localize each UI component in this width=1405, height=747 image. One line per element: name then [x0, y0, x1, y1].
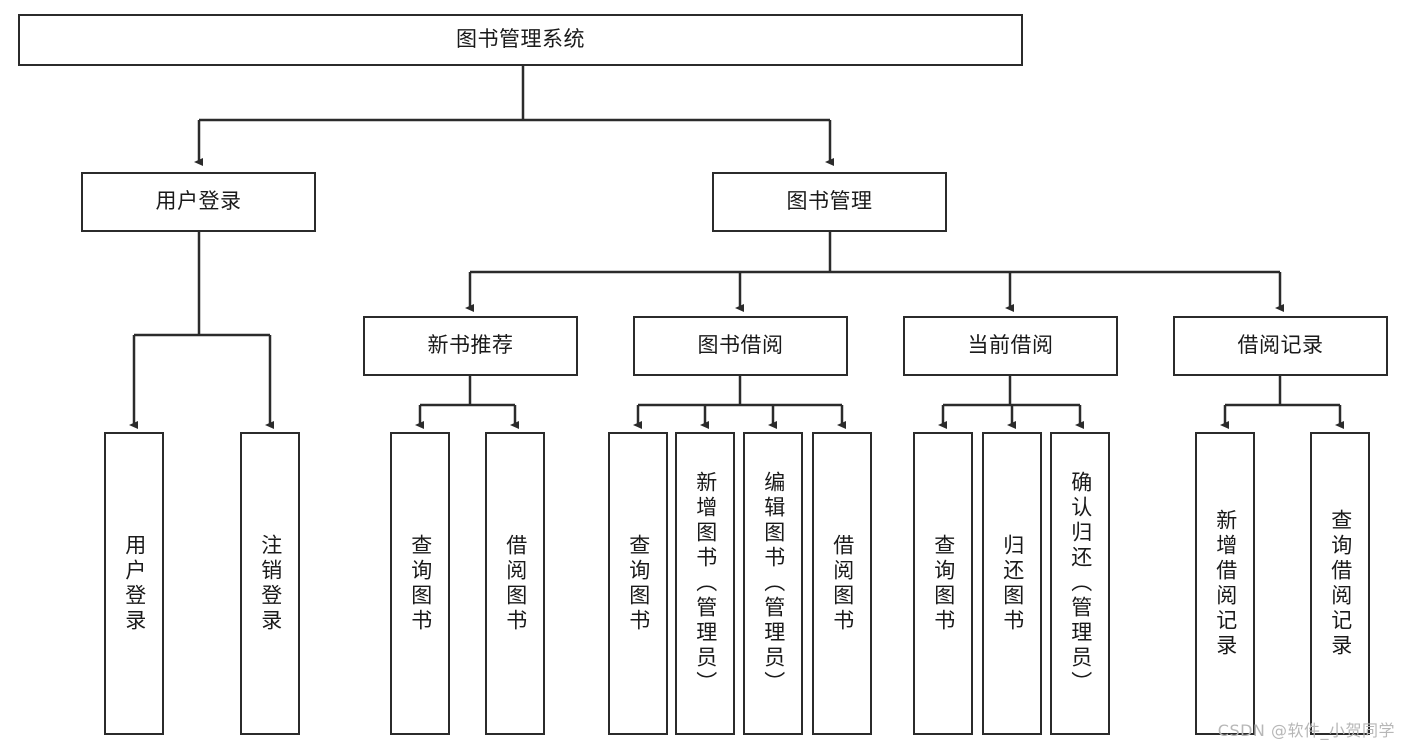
leaf-recommend-query-book[interactable]: 查询图书: [390, 432, 450, 735]
node-label: 用户登录: [155, 189, 242, 214]
node-label: 借阅图书: [503, 533, 528, 634]
node-label: 编辑图书（管理员）: [761, 471, 786, 696]
node-label: 查询图书: [408, 533, 433, 634]
node-user-login[interactable]: 用户登录: [81, 172, 316, 232]
node-label: 注销登录: [258, 533, 283, 634]
leaf-record-add-record[interactable]: 新增借阅记录: [1195, 432, 1255, 735]
leaf-record-query-record[interactable]: 查询借阅记录: [1310, 432, 1370, 735]
node-label: 归还图书: [1000, 533, 1025, 634]
node-label: 借阅图书: [830, 533, 855, 634]
leaf-user-login-login[interactable]: 用户登录: [104, 432, 164, 735]
node-label: 查询图书: [626, 533, 651, 634]
node-borrow-record[interactable]: 借阅记录: [1173, 316, 1388, 376]
node-label: 新增借阅记录: [1213, 508, 1238, 659]
node-book-management[interactable]: 图书管理: [712, 172, 947, 232]
node-book-borrow[interactable]: 图书借阅: [633, 316, 848, 376]
node-label: 查询借阅记录: [1328, 508, 1353, 659]
leaf-current-return-book[interactable]: 归还图书: [982, 432, 1042, 735]
watermark: CSDN @软件_小贺同学: [1217, 721, 1395, 740]
leaf-current-query-book[interactable]: 查询图书: [913, 432, 973, 735]
leaf-borrow-borrow-book[interactable]: 借阅图书: [812, 432, 872, 735]
node-label: 借阅记录: [1237, 333, 1324, 358]
node-new-book-recommend[interactable]: 新书推荐: [363, 316, 578, 376]
node-label: 用户登录: [122, 533, 147, 634]
node-current-borrow[interactable]: 当前借阅: [903, 316, 1118, 376]
node-label: 新增图书（管理员）: [693, 471, 718, 696]
node-label: 查询图书: [931, 533, 956, 634]
leaf-borrow-query-book[interactable]: 查询图书: [608, 432, 668, 735]
node-label: 新书推荐: [427, 333, 514, 358]
node-root-system[interactable]: 图书管理系统: [18, 14, 1023, 66]
node-label: 确认归还（管理员）: [1068, 471, 1093, 696]
node-label: 图书借阅: [697, 333, 784, 358]
leaf-user-login-logout[interactable]: 注销登录: [240, 432, 300, 735]
node-label: 当前借阅: [967, 333, 1054, 358]
leaf-recommend-borrow-book[interactable]: 借阅图书: [485, 432, 545, 735]
leaf-borrow-edit-book[interactable]: 编辑图书（管理员）: [743, 432, 803, 735]
node-label: 图书管理系统: [456, 27, 585, 52]
node-label: 图书管理: [786, 189, 873, 214]
leaf-current-confirm-return[interactable]: 确认归还（管理员）: [1050, 432, 1110, 735]
leaf-borrow-add-book[interactable]: 新增图书（管理员）: [675, 432, 735, 735]
